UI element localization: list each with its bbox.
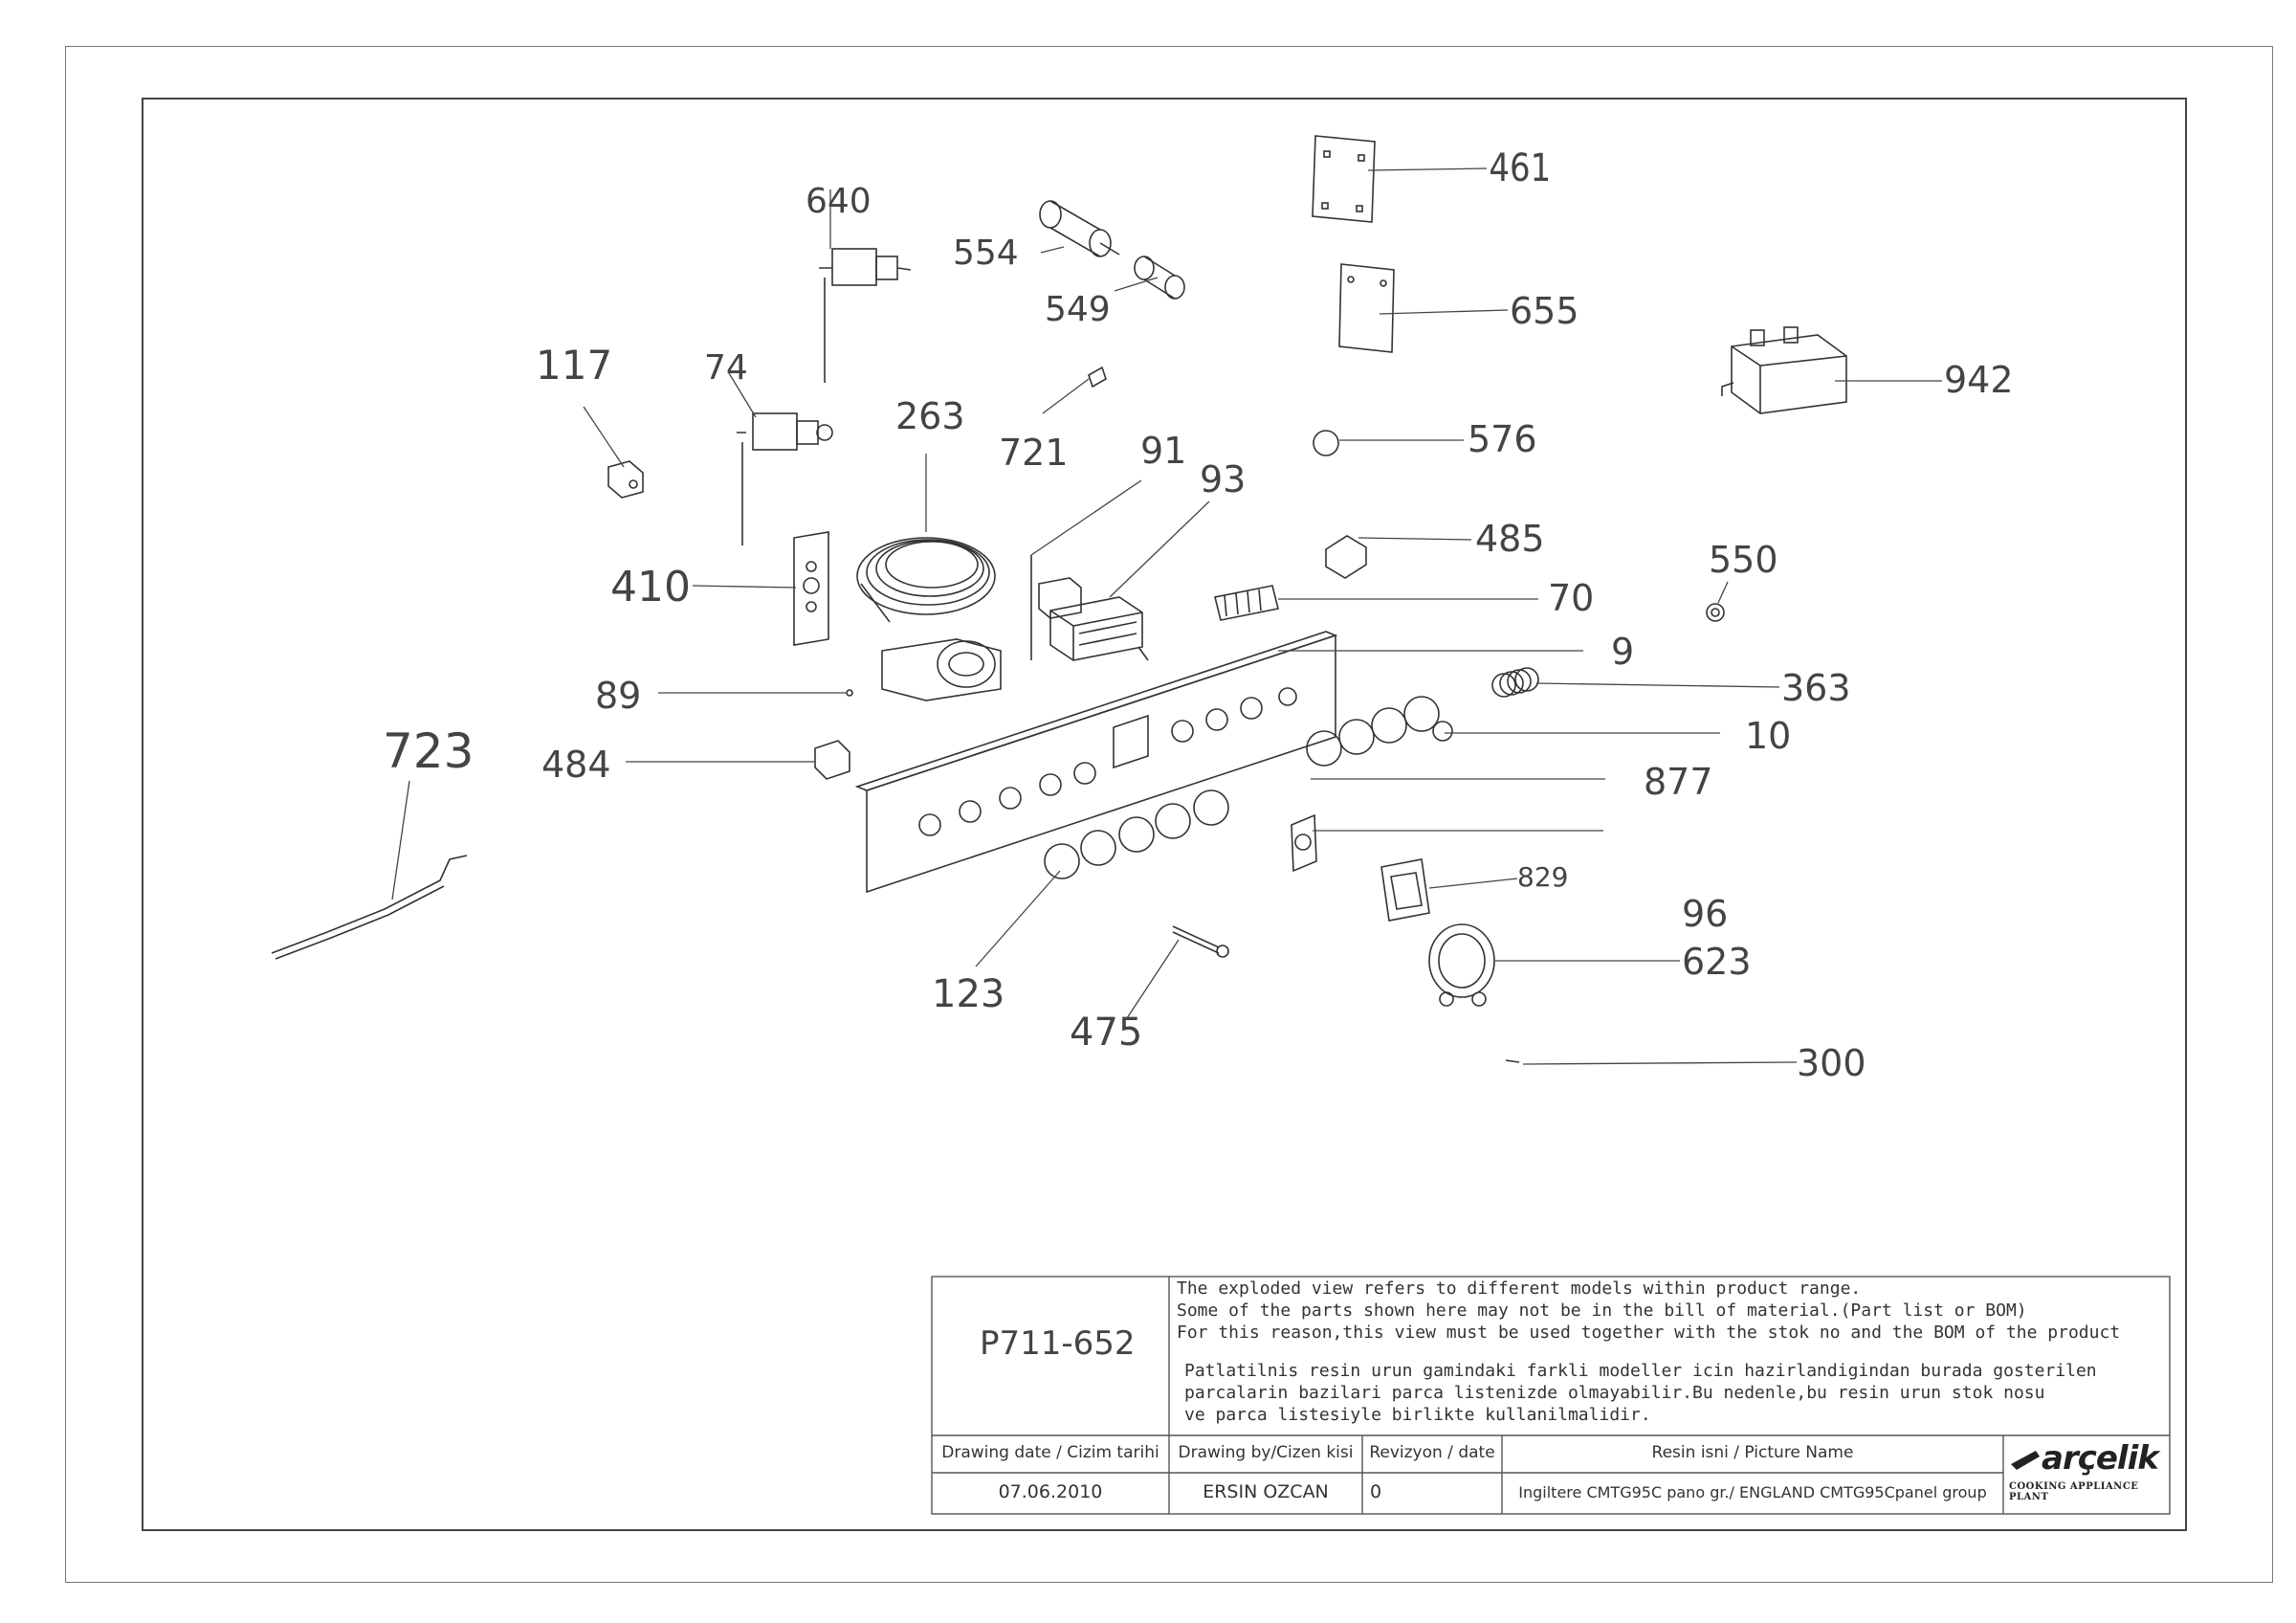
part-9-control-panel <box>854 631 1338 894</box>
part-461-plate <box>1312 135 1376 223</box>
label-10: 10 <box>1745 715 1791 757</box>
part-655-plate <box>1338 263 1395 353</box>
part-263-capillary-coil <box>856 537 1002 701</box>
part-576-disc <box>1313 430 1339 456</box>
value-drawing-date: 07.06.2010 <box>998 1481 1103 1502</box>
part-721-clip <box>1088 366 1107 389</box>
part-723-cable-inner <box>275 885 445 960</box>
part-723-cable <box>271 855 468 954</box>
part-410-plate <box>793 531 829 646</box>
part-623-lamp-ring <box>1428 923 1495 1007</box>
note-tr-line-3: ve parca listesiyle birlikte kullanilmal… <box>1184 1405 1651 1425</box>
part-sketches <box>271 135 1847 1063</box>
label-723: 723 <box>383 723 474 779</box>
part-123-knob-row <box>1044 789 1229 879</box>
label-942: 942 <box>1944 359 2014 401</box>
part-363-spring <box>1491 667 1539 698</box>
label-91: 91 <box>1140 430 1186 472</box>
part-70-terminal-strip <box>1214 585 1279 621</box>
label-623: 623 <box>1682 941 1752 983</box>
label-640: 640 <box>806 182 872 221</box>
outer-frame <box>65 46 2273 1583</box>
label-655: 655 <box>1510 290 1579 332</box>
value-revision: 0 <box>1370 1481 1382 1502</box>
title-block-grid <box>931 1276 2171 1515</box>
part-485-bracket <box>1325 535 1367 579</box>
label-549: 549 <box>1045 290 1111 329</box>
part-475-rod <box>1172 925 1229 958</box>
note-en-line-2: Some of the parts shown here may not be … <box>1177 1301 2027 1321</box>
part-484-bracket <box>814 740 850 780</box>
part-300-screw <box>1505 1059 1520 1063</box>
note-tr-line-2: parcalarin bazilari parca listenizde olm… <box>1184 1383 2045 1403</box>
label-93: 93 <box>1200 458 1246 500</box>
logo-wordmark: arçelik <box>2042 1439 2159 1478</box>
part-829-plate <box>1380 858 1430 922</box>
logo-subtext: COOKING APPLIANCE PLANT <box>2009 1481 2139 1502</box>
note-en-line-1: The exploded view refers to different mo… <box>1177 1278 1862 1299</box>
label-554: 554 <box>953 233 1019 273</box>
part-number-labels: 461 640 554 549 655 942 117 74 263 721 5… <box>383 145 2014 1084</box>
part-89-screw <box>846 689 853 697</box>
note-tr-line-1: Patlatilnis resin urun gamindaki farkli … <box>1184 1361 2097 1381</box>
label-74: 74 <box>704 348 748 388</box>
label-475: 475 <box>1070 1011 1142 1055</box>
part-554-cylinder <box>1039 200 1120 257</box>
label-721: 721 <box>999 432 1069 474</box>
arcelik-logo: arçelik COOKING APPLIANCE PLANT <box>2009 1439 2159 1502</box>
note-en-line-3: For this reason,this view must be used t… <box>1177 1323 2121 1343</box>
label-550: 550 <box>1709 539 1778 581</box>
part-74-valve <box>737 412 833 545</box>
part-clock <box>1291 813 1317 873</box>
part-10-knob-row <box>1306 696 1453 767</box>
label-89: 89 <box>595 675 641 717</box>
inner-frame <box>142 98 2187 1531</box>
label-485: 485 <box>1475 518 1545 560</box>
label-70: 70 <box>1548 577 1594 619</box>
part-942-module <box>1721 326 1847 414</box>
label-877: 877 <box>1644 761 1713 803</box>
header-drawing-by: Drawing by/Cizen kisi <box>1178 1443 1354 1462</box>
leader-lines <box>391 167 1942 1065</box>
label-576: 576 <box>1468 418 1537 460</box>
label-829: 829 <box>1517 861 1568 893</box>
label-9: 9 <box>1611 631 1634 673</box>
label-461: 461 <box>1489 145 1551 189</box>
label-117: 117 <box>536 342 612 389</box>
header-revision: Revizyon / date <box>1369 1443 1495 1462</box>
header-picture-name: Resin isni / Picture Name <box>1651 1443 1854 1462</box>
value-drawing-by: ERSIN OZCAN <box>1203 1481 1329 1502</box>
part-91-switch <box>1030 555 1082 660</box>
label-484: 484 <box>541 744 611 786</box>
label-96: 96 <box>1682 893 1728 935</box>
header-drawing-date: Drawing date / Cizim tarihi <box>941 1443 1159 1462</box>
part-117-block <box>607 460 644 499</box>
value-picture-name: Ingiltere CMTG95C pano gr./ ENGLAND CMTG… <box>1518 1483 1987 1501</box>
label-263: 263 <box>895 395 965 437</box>
label-300: 300 <box>1797 1042 1866 1084</box>
part-550-nut <box>1706 603 1725 622</box>
part-549-bushing <box>1134 256 1185 300</box>
part-93-terminal-block <box>1049 596 1149 661</box>
label-123: 123 <box>932 972 1004 1016</box>
drawing-number: P711-652 <box>980 1324 1136 1363</box>
part-640-valve <box>819 248 912 383</box>
label-410: 410 <box>610 563 691 611</box>
logo-mark-icon <box>2011 1451 2040 1470</box>
label-363: 363 <box>1781 667 1851 709</box>
